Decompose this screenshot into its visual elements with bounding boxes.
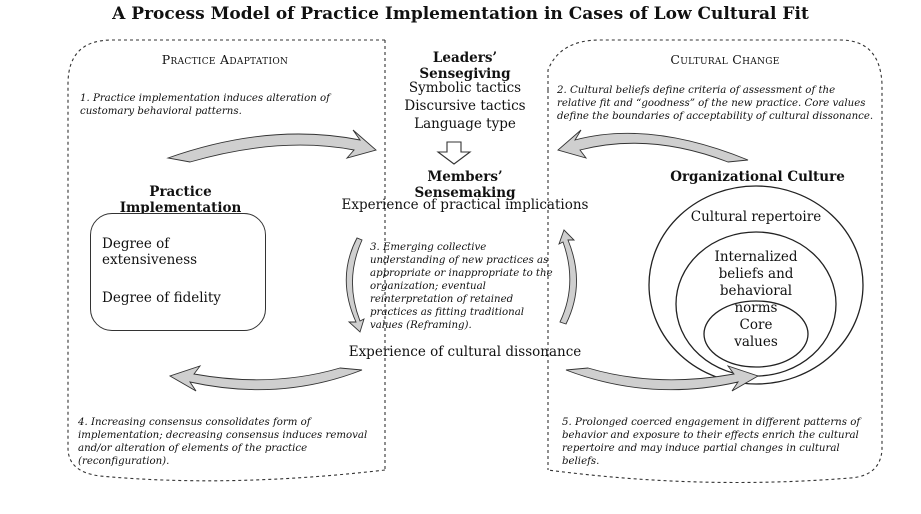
- arrow-5: [565, 365, 760, 392]
- leaders-sensegiving-heading: Leaders’ Sensegiving: [419, 50, 511, 82]
- language-type: Language type: [414, 116, 516, 132]
- discursive-tactics: Discursive tactics: [404, 98, 526, 114]
- internalized-beliefs-label: Internalized beliefs and behavioral norm…: [714, 249, 798, 316]
- arrow-2: [557, 129, 749, 163]
- organizational-culture-heading: Organizational Culture: [670, 169, 845, 185]
- practice-adaptation-heading: Practice Adaptation: [161, 52, 289, 67]
- practice-implementation-heading: Practice Implementation: [119, 184, 242, 216]
- leaders-tactics-list: Symbolic tactics Discursive tactics Lang…: [390, 79, 540, 133]
- note-4: 4. Increasing consensus consolidates for…: [78, 417, 368, 467]
- note-5: 5. Prolonged coerced engagement in diffe…: [562, 417, 861, 467]
- practice-implementation-box: [90, 213, 266, 331]
- practice-adaptation-region: [67, 39, 386, 482]
- cultural-repertoire-label: Cultural repertoire: [690, 209, 822, 225]
- core-values-ellipse: [703, 300, 809, 368]
- experience-dissonance: Experience of cultural dissonance: [348, 344, 582, 360]
- note-2: 2. Cultural beliefs define criteria of a…: [557, 85, 874, 122]
- arrow-4: [168, 365, 363, 392]
- arrow-1: [166, 129, 377, 163]
- degree-extensiveness: Degree of extensiveness: [102, 236, 198, 268]
- arrow-3-right: [558, 229, 577, 325]
- symbolic-tactics: Symbolic tactics: [408, 80, 522, 96]
- down-arrow: [436, 141, 472, 165]
- diagram-title: A Process Model of Practice Implementati…: [112, 4, 809, 24]
- members-sensemaking-heading: Members’ Sensemaking: [414, 169, 516, 201]
- note-3: 3. Emerging collective understanding of …: [370, 242, 553, 331]
- arrow-3-left: [345, 237, 365, 333]
- experience-practical: Experience of practical implications: [341, 197, 589, 213]
- core-values-label: Core values: [734, 317, 778, 350]
- degree-fidelity: Degree of fidelity: [102, 290, 221, 306]
- note-1: 1. Practice implementation induces alter…: [80, 93, 330, 117]
- cultural-change-heading: Cultural Change: [670, 52, 780, 67]
